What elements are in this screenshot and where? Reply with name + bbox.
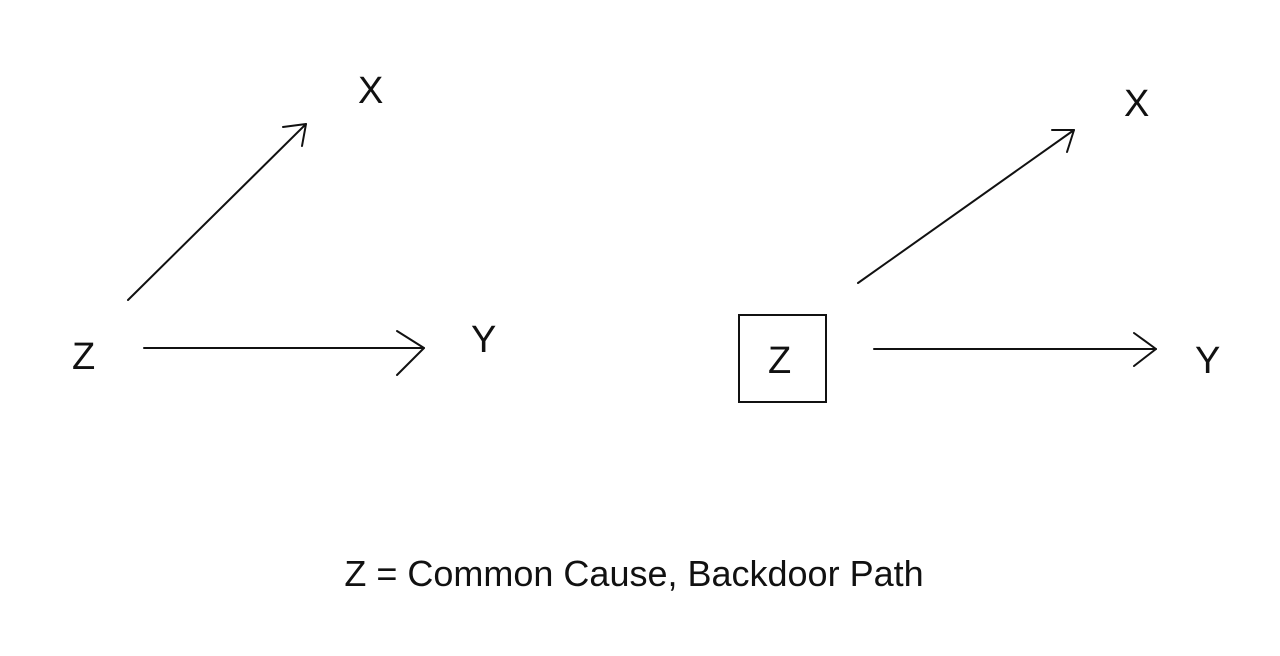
right-node-y-label: Y (1195, 340, 1220, 382)
left-edge-z-to-y-arrowhead (396, 330, 425, 376)
right-node-z-conditioned-box (738, 314, 827, 403)
left-node-y-label: Y (471, 319, 496, 361)
diagram-caption: Z = Common Cause, Backdoor Path (344, 553, 923, 594)
right-edge-z-to-x-arrowhead (1051, 129, 1075, 153)
right-diagram: Z X Y (738, 83, 1220, 403)
right-node-z-label: Z (768, 340, 791, 382)
right-edge-z-to-y (873, 332, 1157, 367)
left-edge-z-to-x-arrowhead (282, 123, 307, 147)
right-edge-z-to-y-arrowhead (1133, 332, 1157, 367)
right-node-x-label: X (1124, 83, 1149, 125)
left-node-x-label: X (358, 70, 383, 112)
right-edge-z-to-x (857, 129, 1075, 284)
right-edge-z-to-x-line (857, 129, 1075, 284)
left-edge-z-to-y (143, 330, 425, 376)
left-node-z-label: Z (72, 336, 95, 378)
left-diagram: Z X Y (72, 70, 496, 378)
left-edge-z-to-x (127, 123, 307, 301)
left-edge-z-to-x-line (127, 123, 307, 301)
